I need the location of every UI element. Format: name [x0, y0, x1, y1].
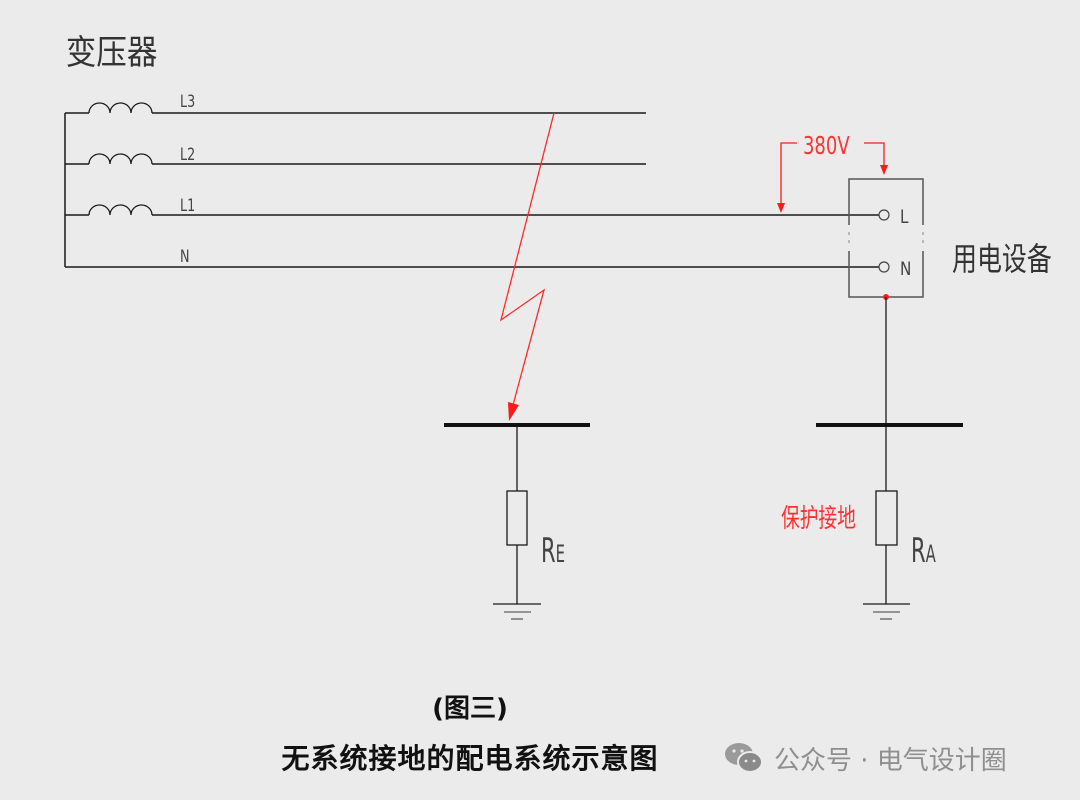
watermark: 公众号 · 电气设计圈	[722, 738, 1007, 778]
terminal-N-icon	[878, 261, 890, 273]
resistor-RA-icon	[875, 490, 898, 546]
ground-symbol-icon	[863, 603, 910, 620]
ground-symbol-icon	[493, 603, 541, 620]
earth-right: RA 保护接地	[781, 297, 963, 620]
line-label-L3: L3	[180, 91, 195, 111]
resistor-label-main: R	[911, 531, 926, 571]
line-label-L2: L2	[180, 144, 195, 164]
line-N: N	[65, 246, 879, 268]
line-L2: L2	[65, 144, 646, 165]
electrical-device: L N	[848, 178, 924, 300]
figure-number: (图三)	[432, 694, 508, 724]
terminal-label-L: L	[900, 206, 909, 228]
protective-earth-label: 保护接地	[781, 504, 856, 534]
resistor-label-main: R	[541, 531, 556, 571]
resistor-label-RE: RE	[541, 531, 565, 571]
resistor-RE-icon	[506, 490, 528, 546]
line-label-L1: L1	[180, 195, 195, 215]
winding-coil-icon	[88, 153, 153, 165]
arrow-down-icon	[880, 165, 888, 175]
line-label-N: N	[180, 246, 190, 266]
earth-left: RE	[444, 423, 590, 620]
wechat-icon	[722, 740, 766, 776]
arrow-down-icon	[777, 203, 785, 213]
resistor-label-sub: A	[926, 539, 936, 568]
watermark-text: 公众号 · 电气设计圈	[774, 745, 1007, 776]
winding-coil-icon	[88, 204, 153, 216]
fault-lightning-icon	[499, 112, 555, 421]
device-label: 用电设备	[952, 240, 1052, 278]
line-L1: L1	[65, 195, 879, 216]
terminal-L-icon	[878, 209, 890, 221]
resistor-label-sub: E	[556, 539, 565, 568]
figure-title: 无系统接地的配电系统示意图	[281, 742, 659, 775]
transformer-label: 变压器	[66, 32, 158, 72]
terminal-label-N: N	[900, 258, 911, 280]
voltage-indicator: 380V	[777, 132, 888, 213]
winding-coil-icon	[88, 102, 153, 114]
resistor-label-RA: RA	[911, 531, 936, 571]
line-L3: L3	[65, 91, 646, 114]
voltage-label: 380V	[803, 132, 850, 161]
